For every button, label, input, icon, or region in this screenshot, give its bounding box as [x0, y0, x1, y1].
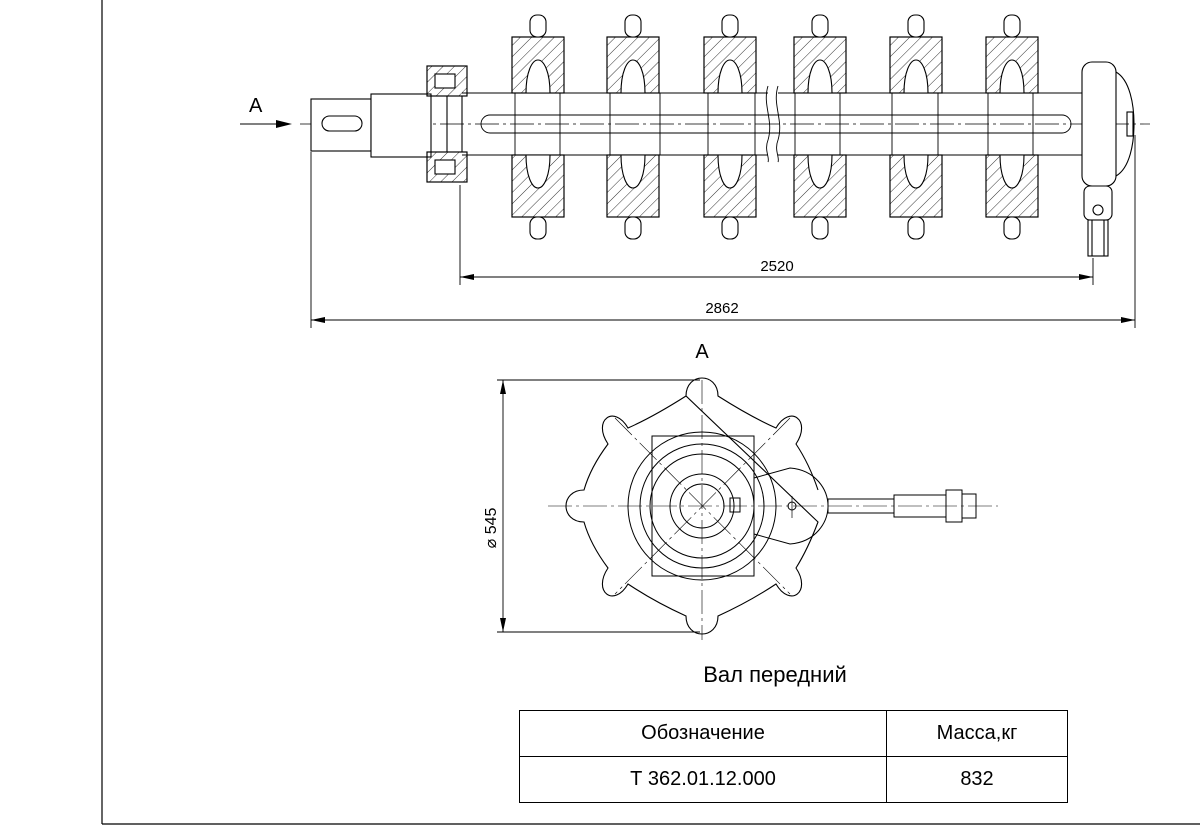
sprocket-outline — [565, 377, 819, 635]
section-label: A — [249, 95, 263, 117]
sprocket-4 — [793, 14, 847, 240]
inner-rod — [480, 114, 1072, 134]
shaft-journal — [310, 98, 372, 152]
dim-inner-length: 2520 — [760, 258, 793, 275]
end-disk — [1081, 61, 1135, 257]
cell-designation: Т 362.01.12.000 — [519, 756, 887, 803]
cell-mass: 832 — [886, 756, 1068, 803]
break-line — [765, 85, 771, 163]
spec-table: Обозначение Масса,кг Т 362.01.12.000 832 — [519, 710, 1068, 803]
section-arrow-head — [276, 120, 292, 128]
sprocket-end-view — [548, 377, 998, 640]
shaft-side-view — [240, 14, 1150, 257]
sprocket-5 — [889, 14, 943, 240]
hub-lines — [514, 93, 1034, 155]
key — [729, 497, 741, 513]
sprocket-6 — [985, 14, 1039, 240]
drawing-caption: Вал передний — [703, 662, 847, 687]
shaft-step — [370, 93, 432, 158]
header-mass: Масса,кг — [886, 710, 1068, 757]
keyway-slot — [321, 115, 363, 132]
spec-table-row: Т 362.01.12.000 832 — [519, 756, 1068, 803]
diameter-dimension — [497, 379, 700, 633]
dimension-lines — [310, 135, 1136, 328]
sheet-frame — [101, 0, 1200, 825]
diameter-label: ⌀ 545 — [483, 508, 500, 549]
spec-table-header: Обозначение Масса,кг — [519, 710, 1068, 757]
sprocket-sections — [511, 14, 1039, 240]
break-line-2 — [775, 85, 781, 163]
dim-total-length: 2862 — [705, 300, 738, 317]
sprocket-2 — [606, 14, 660, 240]
view-label: A — [695, 341, 709, 363]
bearing-housing — [426, 65, 468, 183]
flange-circle — [627, 431, 777, 581]
header-designation: Обозначение — [519, 710, 887, 757]
sprocket-1 — [511, 14, 565, 240]
sprocket-3 — [703, 14, 757, 240]
